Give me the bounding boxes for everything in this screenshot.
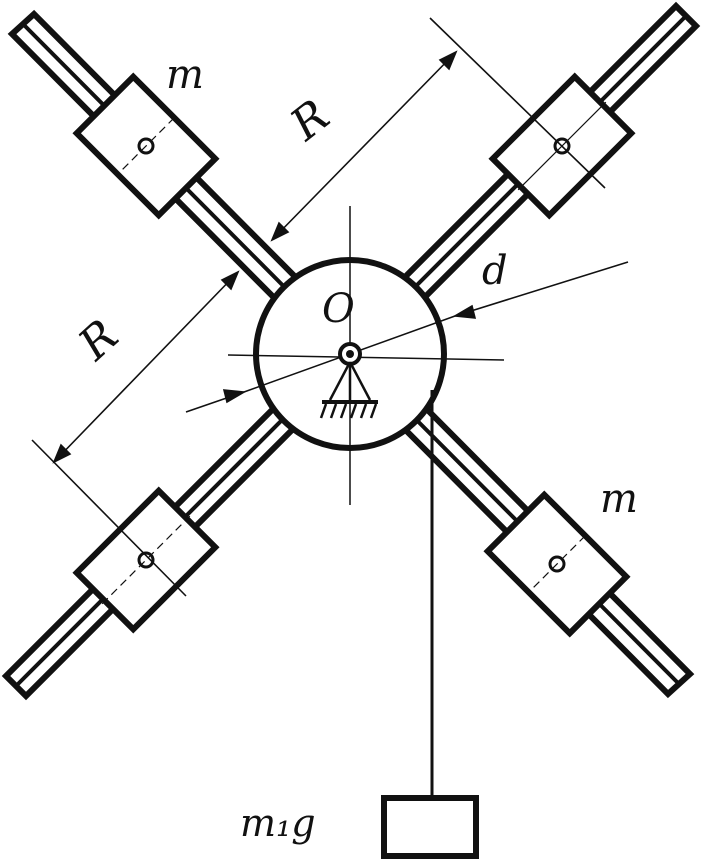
mass-block-top-left xyxy=(72,72,220,220)
mass-block-bottom-left xyxy=(72,486,220,634)
drum xyxy=(227,206,505,505)
hanging-weight xyxy=(381,390,479,859)
weight-block xyxy=(381,795,479,859)
center-label: O xyxy=(322,286,355,332)
diameter-label: d xyxy=(482,248,508,294)
mass-label-top-left: m xyxy=(166,52,204,98)
radius-dimension-upper xyxy=(270,50,458,242)
radius-dimension-left xyxy=(52,270,240,464)
dimensions xyxy=(31,17,629,597)
mass-block-bottom-right xyxy=(483,490,631,638)
radius-label-left: R xyxy=(68,310,127,371)
masses xyxy=(72,72,636,638)
hanging-mass-label: m₁g xyxy=(240,801,316,845)
mass-label-bottom-right: m xyxy=(600,476,638,522)
pivot-support xyxy=(319,361,378,419)
radius-label-upper: R xyxy=(281,90,339,151)
diameter-dimension xyxy=(185,261,629,413)
